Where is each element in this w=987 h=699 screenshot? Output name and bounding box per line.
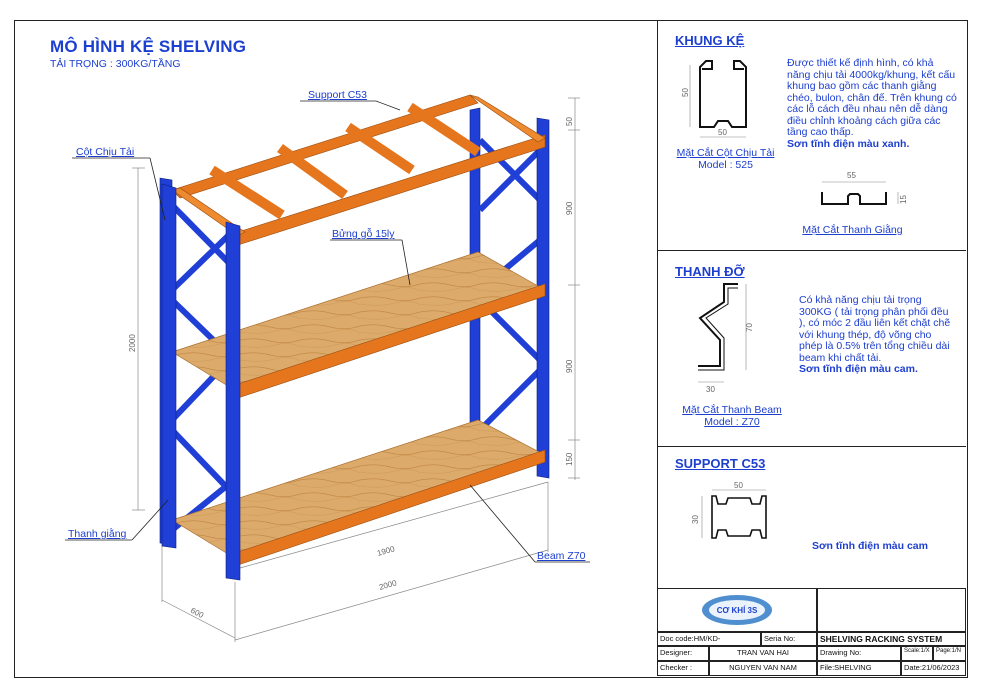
- support-heading: SUPPORT C53: [675, 456, 766, 471]
- column-dim-w: 50: [718, 128, 727, 137]
- file-name: File:SHELVING: [817, 661, 901, 676]
- support-section-drawing: 50 30: [691, 482, 767, 539]
- dim-top-gap: 50: [565, 117, 574, 126]
- logo-text: CƠ KHÍ 3S: [717, 606, 758, 615]
- dimension-lines: [132, 97, 580, 642]
- system-name: SHELVING RACKING SYSTEM: [817, 632, 966, 646]
- callout-brace: Thanh giằng: [68, 528, 127, 540]
- brace-section-drawing: 55 15: [821, 171, 908, 205]
- page: Page:1/N: [933, 646, 966, 661]
- panel-divider: [657, 20, 658, 676]
- column-dim-h: 50: [681, 88, 690, 97]
- callout-wood: Bửng gỗ 15ly: [332, 228, 395, 240]
- callout-column: Cột Chịu Tải: [76, 146, 135, 158]
- beam-heading: THANH ĐỠ: [675, 264, 745, 279]
- support-dim-h: 30: [691, 515, 700, 524]
- beam-description: Có khả năng chịu tải trọng 300KG ( tải t…: [799, 294, 951, 375]
- section-divider-2: [657, 446, 966, 447]
- beam-section-drawing: 70 30: [698, 283, 754, 394]
- leader-lines: [65, 100, 590, 563]
- company-logo: CƠ KHÍ 3S: [702, 595, 772, 625]
- support-dim-w: 50: [734, 482, 743, 490]
- dim-height: 2000: [128, 334, 137, 352]
- drawing-frame: [14, 20, 968, 678]
- dim-level-1: 900: [565, 201, 574, 215]
- drawing-subtitle: TẢI TRỌNG : 300KG/TẦNG: [50, 58, 181, 70]
- dim-inner-width: 1900: [376, 544, 396, 558]
- section-divider-1: [657, 250, 966, 251]
- middle-shelf: [171, 251, 546, 399]
- drawing-no: Drawing No:: [817, 646, 901, 661]
- doc-code: Doc code:HM/KD-: [657, 632, 761, 646]
- dim-width: 2000: [378, 578, 398, 592]
- shelving-rack-drawing: 50 900 900 150 2000 1900 2000 600: [65, 94, 590, 642]
- column-section-drawing: 50 50: [681, 60, 747, 138]
- dim-depth: 600: [189, 606, 205, 620]
- beam-dim-w: 30: [706, 385, 715, 394]
- beam-caption: Mặt Cắt Thanh Beam Model : Z70: [682, 404, 782, 428]
- frame-description: Được thiết kế định hình, có khả năng chị…: [787, 57, 957, 150]
- logo-cell: CƠ KHÍ 3S: [657, 588, 817, 632]
- frame-heading: KHUNG KỆ: [675, 33, 745, 48]
- logo-blank: [817, 588, 966, 632]
- designer-label: Designer:: [657, 646, 709, 661]
- dim-bottom: 150: [565, 452, 574, 466]
- title-block: CƠ KHÍ 3S Doc code:HM/KD- Seria No: SHEL…: [657, 588, 966, 676]
- scale: Scale:1/X: [901, 646, 933, 661]
- column-caption: Mặt Cắt Cột Chịu Tải Model : 525: [676, 147, 775, 171]
- beam-dim-h: 70: [745, 323, 754, 332]
- checker-label: Checker :: [657, 661, 709, 676]
- callout-support: Support C53: [308, 89, 367, 101]
- designer-name: TRAN VAN HAI: [709, 646, 817, 661]
- dim-level-2: 900: [565, 359, 574, 373]
- support-paint: Sơn tĩnh điện màu cam: [812, 540, 928, 552]
- brace-caption: Mặt Cắt Thanh Giằng: [802, 224, 903, 236]
- drawing-title: MÔ HÌNH KỆ SHELVING: [50, 37, 247, 56]
- date: Date:21/06/2023: [901, 661, 966, 676]
- front-columns: [161, 183, 241, 581]
- brace-dim-w: 55: [847, 171, 856, 180]
- checker-name: NGUYEN VAN NAM: [709, 661, 817, 676]
- brace-dim-h: 15: [899, 195, 908, 204]
- seria-no: Seria No:: [761, 632, 817, 646]
- bottom-shelf: [171, 419, 546, 566]
- callout-beam: Beam Z70: [537, 550, 586, 562]
